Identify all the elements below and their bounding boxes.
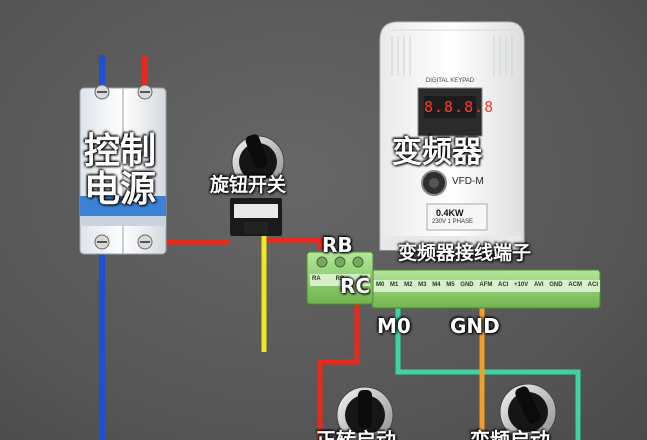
gnd-label: GND <box>450 314 500 338</box>
terminal-label-12: ACM <box>568 282 582 288</box>
knob-switch-label: 旋钮开关 <box>210 174 287 196</box>
wire-green-m0 <box>395 292 581 440</box>
inverter-label: 变频器 <box>392 135 482 170</box>
terminal-label-3: M3 <box>418 282 427 288</box>
keypad-brand-text: DIGITAL KEYPAD <box>425 78 475 84</box>
terminal-block-main <box>371 269 601 309</box>
terminal-label-4: M4 <box>432 282 441 288</box>
bottom-right-switch <box>499 383 557 440</box>
terminal-label-9: +10V <box>514 282 529 288</box>
terminal-label-6: GND <box>460 282 474 288</box>
rating-text: 0.4KW <box>436 208 464 218</box>
terminal-block-label: 变频器接线端子 <box>398 242 532 264</box>
rating-sub-text: 230V 1 PHASE <box>432 219 474 225</box>
wires <box>99 55 581 440</box>
bottom-left-label: 正转启动 <box>316 428 396 440</box>
relay-terminal-label-2: RC <box>359 276 368 282</box>
bottom-left-switch <box>336 386 394 440</box>
terminal-label-row: M0 M1 M2 M3 M4 M5 GND AFM ACI +10V AVI GND ACM ACI <box>376 282 598 292</box>
terminal-label-1: M1 <box>390 282 399 288</box>
model-text: VFD-M <box>452 176 484 187</box>
wire-red-switch-rb <box>268 237 323 250</box>
rc-label: RC <box>340 274 371 298</box>
wire-red-rc <box>317 262 360 440</box>
circuit-breaker <box>79 84 167 255</box>
inverter-unit <box>379 21 525 251</box>
control-power-label-line2: 电源 <box>84 169 157 210</box>
terminal-label-8: ACI <box>498 282 509 288</box>
m0-label: M0 <box>377 314 411 338</box>
terminal-label-2: M2 <box>404 282 413 288</box>
terminal-label-13: ACI <box>587 282 598 288</box>
terminal-block-relay <box>306 251 374 305</box>
relay-label-row: RA RB RC <box>312 276 368 286</box>
terminal-label-0: M0 <box>376 282 385 288</box>
knob-switch <box>230 134 285 236</box>
terminal-label-11: GND <box>549 282 563 288</box>
led-display: 8.8.8.8 <box>424 98 495 116</box>
bottom-right-label: 变频启动 <box>470 428 550 440</box>
relay-terminal-label-1: RB <box>335 276 345 282</box>
terminal-label-7: AFM <box>479 282 493 288</box>
relay-terminal-label-0: RA <box>312 276 321 282</box>
control-power-label-line1: 控制 <box>84 131 157 172</box>
rb-label: RB <box>322 233 353 257</box>
terminal-label-10: AVI <box>533 282 544 288</box>
terminal-label-5: M5 <box>446 282 455 288</box>
